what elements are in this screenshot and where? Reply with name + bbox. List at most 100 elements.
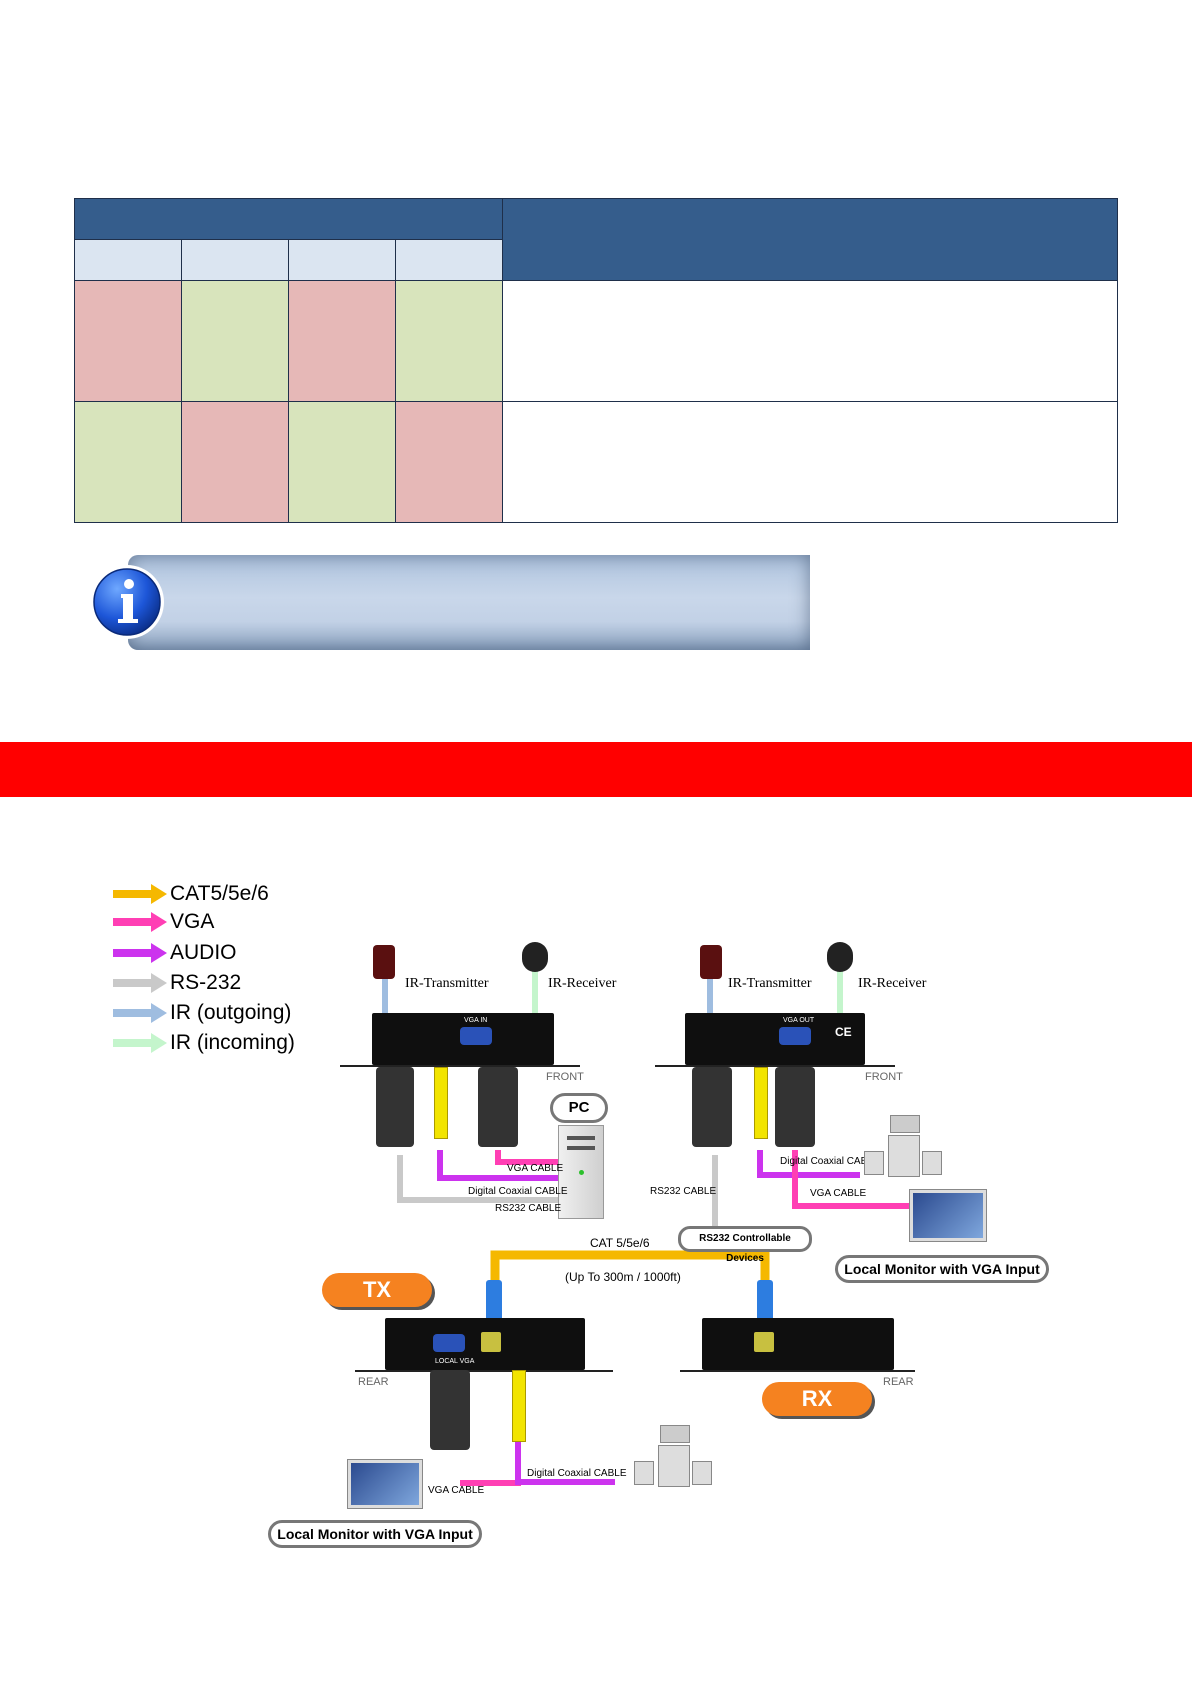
vga-out-label: VGA OUT <box>783 1017 815 1024</box>
vga-port-icon <box>779 1027 811 1045</box>
shelf-line <box>680 1370 915 1372</box>
shelf-line <box>355 1370 613 1372</box>
shelf-line <box>340 1065 580 1067</box>
rear-label: REAR <box>883 1376 914 1388</box>
vga-connector-icon <box>478 1067 518 1147</box>
legend-label: IR (outgoing) <box>170 1001 292 1024</box>
transmitter-rear-panel: LOCAL VGA <box>385 1318 585 1370</box>
vga-port-icon <box>460 1027 492 1045</box>
ir-receiver-icon <box>827 942 853 972</box>
monitor-icon <box>348 1460 422 1508</box>
rx-badge: RX <box>762 1382 872 1416</box>
table-subheader-2 <box>181 239 289 281</box>
legend-label: IR (incoming) <box>170 1031 295 1054</box>
rear-label: REAR <box>358 1376 389 1388</box>
local-vga-label: LOCAL VGA <box>435 1358 475 1365</box>
table-cell-status-red <box>181 401 289 523</box>
cat-cable <box>490 1250 770 1285</box>
status-table <box>74 198 1118 523</box>
table-subheader-1 <box>74 239 182 281</box>
legend-label: RS-232 <box>170 971 242 994</box>
table-header-description <box>502 198 1118 281</box>
rca-connector-icon <box>434 1067 448 1139</box>
vga-cable <box>792 1150 920 1209</box>
rca-connector-icon <box>512 1370 526 1442</box>
receiver-rear-panel <box>702 1318 894 1370</box>
connection-diagram: IR-Transmitter IR-Receiver IR-Transmitte… <box>260 930 1080 1550</box>
vga-cable-label: VGA CABLE <box>810 1188 867 1199</box>
vga-cable <box>495 1150 560 1165</box>
legend-label: CAT5/5e/6 <box>170 882 269 905</box>
db9-connector-icon <box>376 1067 414 1147</box>
ir-receiver-label: IR-Receiver <box>548 976 617 991</box>
pc-tower-icon <box>558 1125 604 1219</box>
speaker-system-icon <box>860 1115 945 1177</box>
table-cell-description <box>502 401 1118 523</box>
table-header-group <box>74 198 503 240</box>
rj45-plug-icon <box>757 1280 773 1322</box>
db9-connector-icon <box>692 1067 732 1147</box>
vga-cable-label: VGA CABLE <box>507 1163 564 1174</box>
digital-coaxial-label: Digital Coaxial CABLE <box>780 1156 880 1167</box>
rs232-devices-label: RS232 Controllable Devices <box>678 1226 812 1264</box>
pc-label: PC <box>550 1093 608 1123</box>
table-cell-status-red <box>74 280 182 402</box>
table-row <box>74 401 1118 523</box>
transmitter-front-panel: VGA IN <box>372 1013 554 1065</box>
monitor-icon <box>910 1190 986 1241</box>
audio-cable <box>757 1150 860 1178</box>
rj45-plug-icon <box>486 1280 502 1322</box>
front-label: FRONT <box>546 1071 584 1083</box>
front-label: FRONT <box>865 1071 903 1083</box>
audio-cable <box>515 1430 615 1485</box>
cat-cable-label: CAT 5/5e/6 <box>590 1236 650 1250</box>
rs232-cable <box>712 1155 740 1239</box>
rca-connector-icon <box>754 1067 768 1139</box>
vga-connector-icon <box>775 1067 815 1147</box>
digital-coaxial-label: Digital Coaxial CABLE <box>527 1468 627 1479</box>
shelf-line <box>655 1065 895 1067</box>
rs232-cable-label: RS232 CABLE <box>650 1186 717 1197</box>
ir-transmitter-icon <box>700 945 722 979</box>
arrow-icon <box>113 1033 167 1053</box>
table-cell-status-green <box>181 280 289 402</box>
vga-connector-icon <box>430 1370 470 1450</box>
info-note-banner <box>128 555 810 650</box>
section-header-band <box>0 742 1192 797</box>
table-cell-status-red <box>288 280 396 402</box>
rs232-cable-label: RS232 CABLE <box>495 1203 562 1214</box>
table-cell-status-green <box>74 401 182 523</box>
ce-mark: CE <box>835 1025 852 1039</box>
ir-receiver-label: IR-Receiver <box>858 976 927 991</box>
rs232-cable <box>397 1155 560 1203</box>
digital-coaxial-label: Digital Coaxial CABLE <box>468 1186 568 1197</box>
legend-label: AUDIO <box>170 941 237 964</box>
arrow-icon <box>113 884 167 904</box>
table-cell-status-green <box>288 401 396 523</box>
tx-badge: TX <box>322 1273 432 1307</box>
table-cell-description <box>502 280 1118 402</box>
audio-cable <box>437 1150 560 1181</box>
vga-cable-label: VGA CABLE <box>428 1485 485 1496</box>
info-icon <box>90 565 164 639</box>
ethernet-port-icon <box>754 1332 774 1352</box>
cat-distance-label: (Up To 300m / 1000ft) <box>565 1270 681 1284</box>
legend-label: VGA <box>170 910 215 933</box>
table-row <box>74 280 1118 402</box>
local-monitor-label: Local Monitor with VGA Input <box>835 1255 1049 1283</box>
table-subheader-4 <box>395 239 503 281</box>
local-monitor-label: Local Monitor with VGA Input <box>268 1520 482 1548</box>
arrow-icon <box>113 1003 167 1023</box>
arrow-icon <box>113 943 167 963</box>
ir-receiver-icon <box>522 942 548 972</box>
table-subheader-3 <box>288 239 396 281</box>
vga-port-icon <box>433 1334 465 1352</box>
arrow-icon <box>113 973 167 993</box>
arrow-icon <box>113 912 167 932</box>
ethernet-port-icon <box>481 1332 501 1352</box>
receiver-front-panel: VGA OUT CE <box>685 1013 865 1065</box>
ir-transmitter-label: IR-Transmitter <box>405 976 489 991</box>
speaker-system-icon <box>630 1425 715 1487</box>
ir-transmitter-icon <box>373 945 395 979</box>
ir-transmitter-label: IR-Transmitter <box>728 976 812 991</box>
